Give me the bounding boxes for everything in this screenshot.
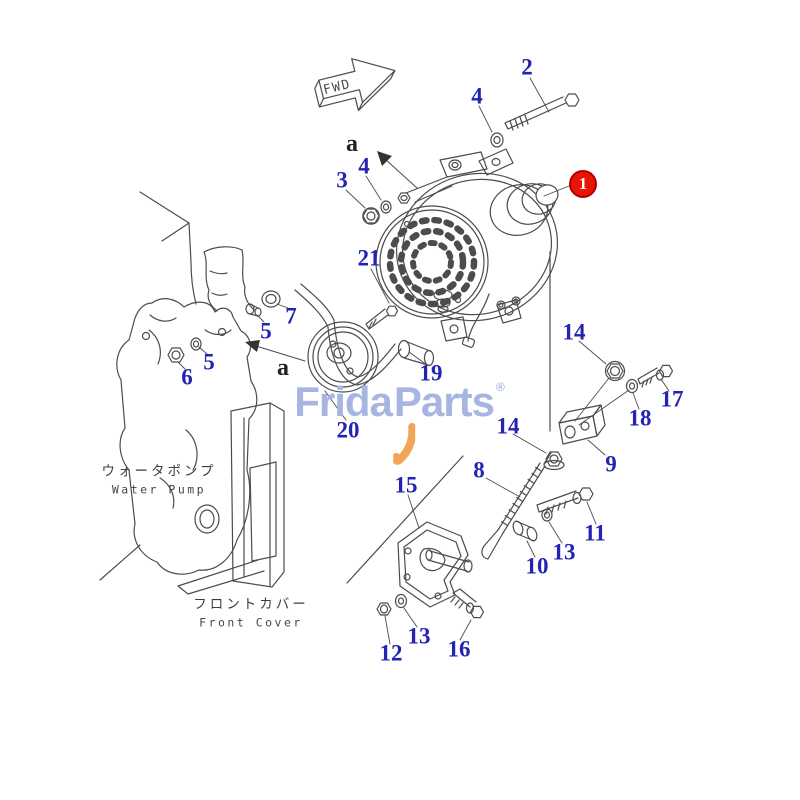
engine-block-outline <box>139 191 197 305</box>
nut-12 <box>376 602 392 616</box>
nut-14-right <box>604 360 626 382</box>
nut-3 <box>362 207 380 225</box>
front-cover-column <box>177 402 464 595</box>
water-pump-body <box>99 298 258 581</box>
view-arrow-top <box>377 151 418 189</box>
v-belt <box>294 283 402 386</box>
watermark-text-right: Parts <box>393 378 495 425</box>
washer-4-upper <box>490 132 504 148</box>
fwd-arrow: FWD <box>314 58 396 112</box>
alternator-wiring <box>461 293 521 348</box>
registered-mark: ® <box>495 380 505 394</box>
bolt-11 <box>536 487 594 515</box>
bolt-17 <box>637 364 674 388</box>
highlighted-callout-1: 1 <box>569 170 597 198</box>
washer-4-lower <box>380 200 392 214</box>
bolt-21 <box>365 305 399 330</box>
rod-8 <box>481 452 552 560</box>
watermark-logo: Frida Parts ® <box>294 378 505 465</box>
bolt-16 <box>450 588 485 619</box>
washer-13-lower <box>394 593 408 609</box>
fwd-label: FWD <box>322 77 353 98</box>
shaft-19 <box>397 339 435 367</box>
pulley <box>307 321 379 393</box>
watermark-text-left: Frida <box>294 378 393 425</box>
washer-18 <box>625 378 639 394</box>
nut-14-center <box>543 451 565 471</box>
view-arrow-bottom <box>245 340 306 362</box>
highlighted-callout-label: 1 <box>578 174 588 193</box>
spacer-10 <box>512 520 538 542</box>
pump-hardware <box>167 290 281 363</box>
bolt-2 <box>504 93 580 131</box>
leader-lines <box>177 77 670 645</box>
bracket-9 <box>558 377 630 445</box>
bracket-15 <box>397 521 473 608</box>
alternator-rear-face <box>375 205 489 319</box>
water-pump-inlet <box>203 246 255 312</box>
